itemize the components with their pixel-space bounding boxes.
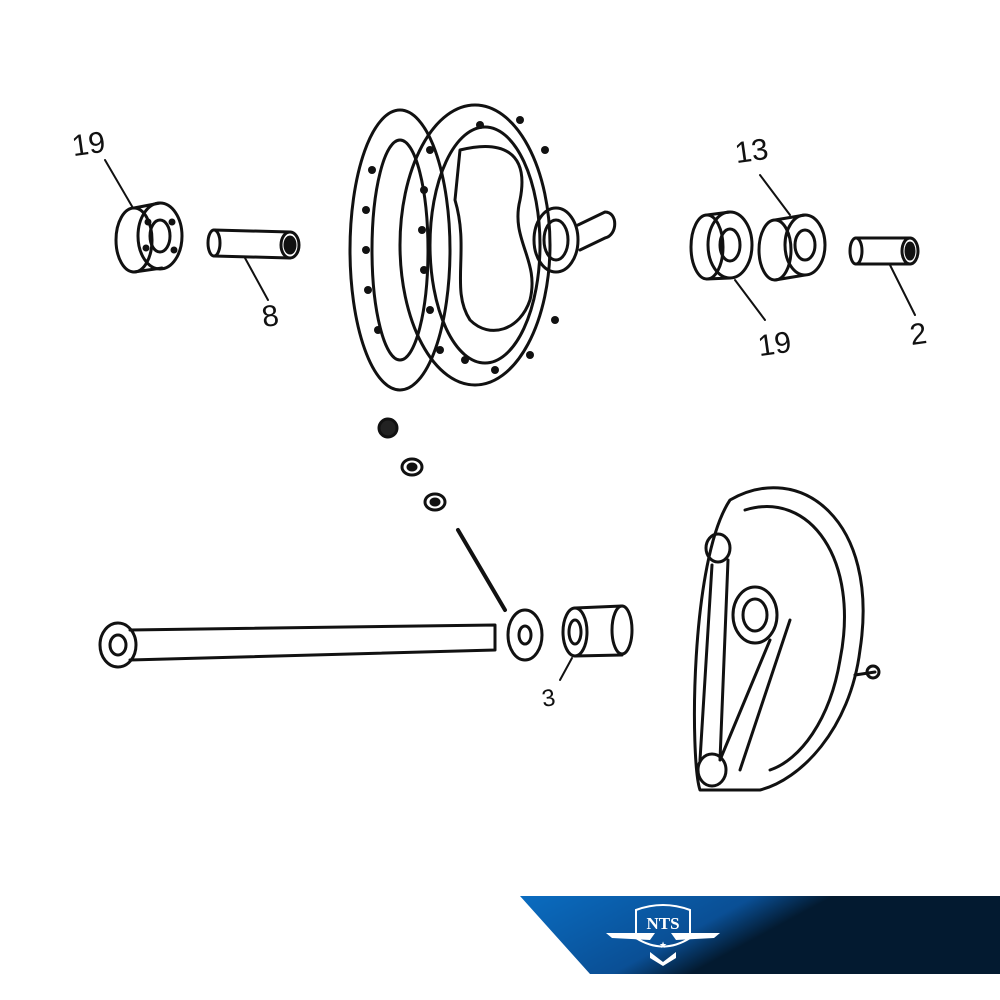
- callout-19-left: 19: [69, 125, 108, 164]
- spacer-right: [848, 236, 920, 316]
- brake-panel: [692, 486, 881, 792]
- bearing-right: [689, 210, 766, 321]
- axle: [98, 621, 497, 669]
- callout-19-right: 19: [755, 325, 794, 364]
- wheel-hub: [348, 103, 617, 392]
- nut-and-washers: [377, 417, 544, 662]
- collar: [559, 604, 634, 681]
- spacer-left: [206, 228, 301, 301]
- callout-13: 13: [732, 132, 771, 171]
- bearing-left: [104, 159, 184, 274]
- dust-seal: [757, 174, 827, 282]
